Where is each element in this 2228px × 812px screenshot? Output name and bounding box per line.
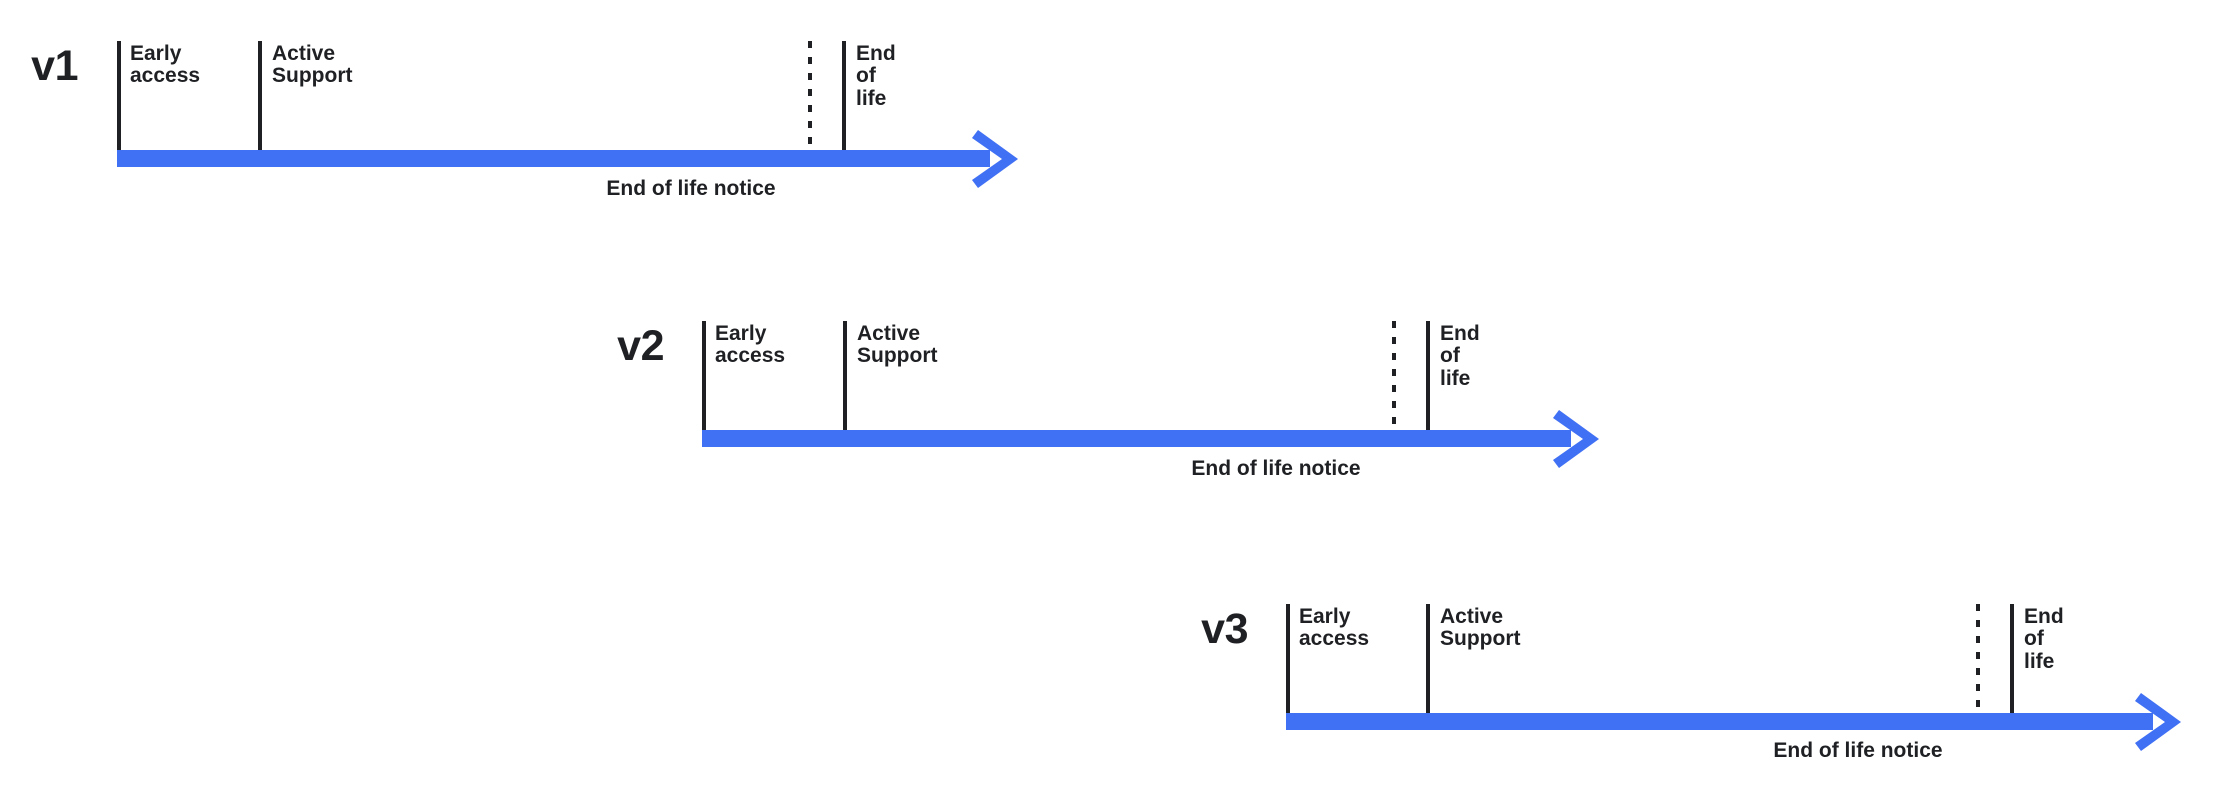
version-label: v1: [31, 42, 78, 90]
version-label: v3: [1201, 605, 1248, 653]
early-access-label: Early access: [1299, 605, 1370, 651]
active-support-label: Active Support: [857, 322, 938, 368]
lifecycle-bar: [702, 430, 1571, 447]
arrow-head-icon: [972, 129, 1018, 188]
early-access-start-divider: [702, 321, 706, 430]
lifecycle-bar: [1286, 713, 2153, 730]
end-of-life-divider: [842, 41, 846, 150]
active-support-start-divider: [843, 321, 847, 430]
end-of-life-divider: [2010, 604, 2014, 713]
version-label: v2: [617, 322, 664, 370]
arrow-head-icon: [2135, 692, 2181, 751]
end-of-life-notice-label: End of life notice: [1191, 457, 1361, 480]
active-support-start-divider: [1426, 604, 1430, 713]
end-of-life-label: End of life: [856, 42, 896, 110]
early-access-label: Early access: [715, 322, 786, 368]
early-access-label: Early access: [130, 42, 201, 88]
lifecycle-bar: [117, 150, 990, 167]
arrow-head-icon: [1553, 409, 1599, 468]
end-of-life-divider: [1426, 321, 1430, 430]
end-of-life-notice-divider: [1392, 321, 1396, 430]
active-support-start-divider: [258, 41, 262, 150]
end-of-life-notice-divider: [1976, 604, 1980, 713]
end-of-life-notice-label: End of life notice: [606, 177, 776, 200]
end-of-life-notice-label: End of life notice: [1773, 739, 1943, 762]
active-support-label: Active Support: [272, 42, 353, 88]
early-access-start-divider: [117, 41, 121, 150]
end-of-life-label: End of life: [2024, 605, 2064, 673]
active-support-label: Active Support: [1440, 605, 1521, 651]
early-access-start-divider: [1286, 604, 1290, 713]
end-of-life-label: End of life: [1440, 322, 1480, 390]
end-of-life-notice-divider: [808, 41, 812, 150]
